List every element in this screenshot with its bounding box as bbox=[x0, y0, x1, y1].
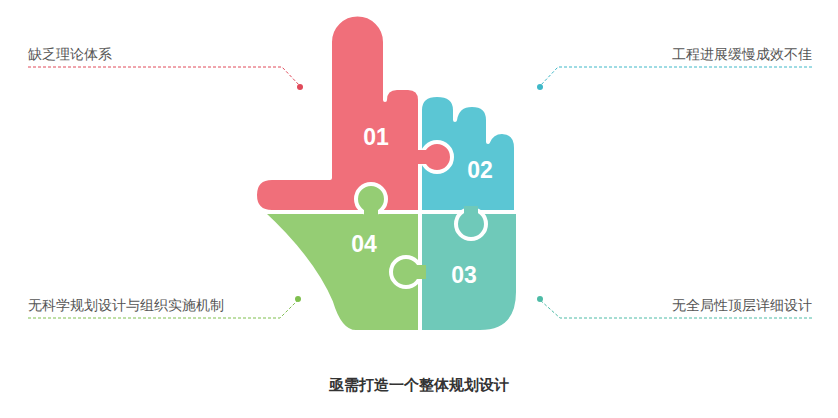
piece-green bbox=[262, 212, 420, 332]
neck-green bbox=[364, 206, 378, 218]
neck-green-2 bbox=[412, 265, 426, 279]
callout-text: 工程进展缓慢成效不佳 bbox=[672, 46, 812, 64]
callout-text: 缺乏理论体系 bbox=[28, 46, 112, 64]
knob-pink bbox=[422, 142, 452, 172]
piece-cyan bbox=[420, 95, 516, 212]
leader-dot bbox=[537, 296, 543, 302]
piece-number: 03 bbox=[451, 262, 477, 289]
puzzle-piece: 01 bbox=[359, 122, 393, 153]
puzzle-piece: 02 bbox=[463, 155, 497, 186]
caption: 亟需打造一个整体规划设计 bbox=[329, 376, 509, 395]
callout-text: 无全局性顶层详细设计 bbox=[672, 297, 812, 315]
neck-pink bbox=[414, 150, 426, 164]
leader-line bbox=[540, 67, 812, 86]
puzzle-piece: 03 bbox=[447, 260, 481, 291]
callout-text: 无科学规划设计与组织实施机制 bbox=[28, 297, 224, 315]
piece-number: 02 bbox=[467, 157, 493, 184]
puzzle-piece: 04 bbox=[347, 229, 381, 260]
leader-line bbox=[28, 67, 300, 86]
leader-dot bbox=[295, 296, 301, 302]
leader-dot bbox=[537, 84, 543, 90]
piece-number: 04 bbox=[351, 231, 377, 258]
neck-teal bbox=[464, 206, 478, 218]
piece-number: 01 bbox=[363, 124, 389, 151]
piece-pink bbox=[255, 14, 420, 212]
leader-dot bbox=[297, 84, 303, 90]
